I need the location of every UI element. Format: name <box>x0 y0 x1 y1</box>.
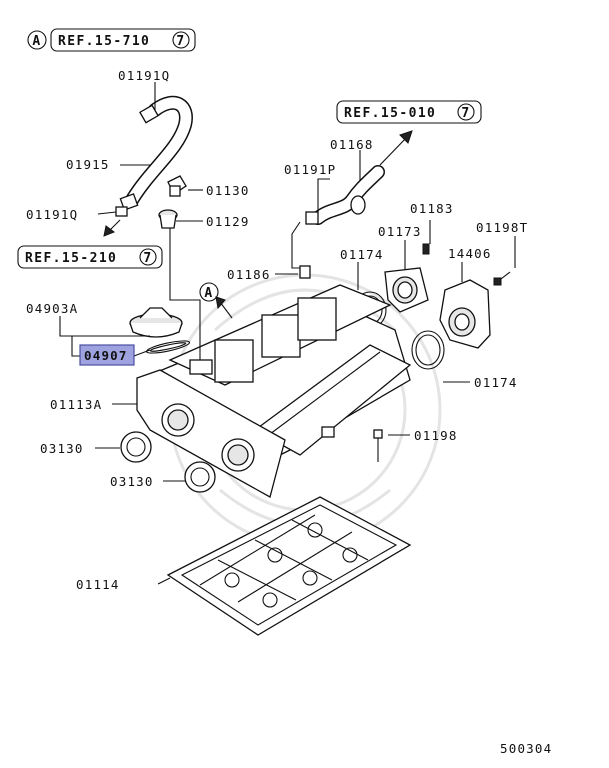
label-04907[interactable]: 04907 <box>84 348 128 363</box>
ref-a-circled-number: 7 <box>176 34 185 49</box>
label-03130-b: 03130 <box>110 474 154 489</box>
rocker-cover-01113A <box>136 265 412 498</box>
part-labels: 01191Q 01915 01130 01191Q 01129 01168 01… <box>26 68 528 592</box>
clip-01191Q-left <box>115 206 128 217</box>
cap-01129 <box>158 209 178 229</box>
marker-a: A <box>199 282 219 302</box>
bracket-14406 <box>439 279 491 349</box>
ref-b-callout[interactable]: REF.15-010 7 <box>336 100 482 124</box>
highlight-box-04907 <box>79 344 135 366</box>
hose-01915 <box>119 95 193 211</box>
label-01191Q-left: 01191Q <box>26 207 78 222</box>
label-01198: 01198 <box>414 428 458 443</box>
hose-01168 <box>305 165 385 225</box>
seal-03130-a <box>120 431 152 463</box>
label-01173: 01173 <box>378 224 422 239</box>
arrows <box>103 130 413 319</box>
oil-filler-cap-04903A <box>129 307 183 338</box>
ref-a-circle-letter: A <box>32 34 41 49</box>
bolt-01183 <box>422 243 430 255</box>
ref-a-callout[interactable]: A REF.15-710 7 <box>27 28 196 52</box>
label-01915: 01915 <box>66 157 110 172</box>
ref-c-label: REF.15-210 <box>25 251 117 266</box>
label-01183: 01183 <box>410 201 454 216</box>
footer-code: 500304 <box>500 741 552 756</box>
label-01114: 01114 <box>76 577 120 592</box>
label-01186: 01186 <box>227 267 271 282</box>
label-01191Q-top: 01191Q <box>118 68 170 83</box>
label-01198T: 01198T <box>476 220 528 235</box>
label-01129: 01129 <box>206 214 250 229</box>
housing-01173 <box>384 267 429 313</box>
fitting-01130 <box>167 175 187 197</box>
ref-c-callout[interactable]: REF.15-210 7 <box>17 245 163 269</box>
bolt-01198T <box>493 271 511 286</box>
label-03130-a: 03130 <box>40 441 84 456</box>
label-01113A: 01113A <box>50 397 102 412</box>
label-01168: 01168 <box>330 137 374 152</box>
ref-c-circled-number: 7 <box>143 251 152 266</box>
marker-a-letter: A <box>204 286 213 301</box>
gasket-01114 <box>166 496 412 636</box>
label-01130: 01130 <box>206 183 250 198</box>
ref-b-label: REF.15-010 <box>344 106 436 121</box>
ref-a-label: REF.15-710 <box>58 34 150 49</box>
seal-03130-b <box>184 461 216 493</box>
gasket-ring-01174-right <box>411 330 445 370</box>
leader-lines <box>59 82 516 585</box>
label-01174-top: 01174 <box>340 247 384 262</box>
label-01174-right: 01174 <box>474 375 518 390</box>
bolt-01198 <box>373 429 383 462</box>
label-14406: 14406 <box>448 246 492 261</box>
label-04903A: 04903A <box>26 301 78 316</box>
ref-b-circled-number: 7 <box>461 106 470 121</box>
label-01191P: 01191P <box>284 162 336 177</box>
